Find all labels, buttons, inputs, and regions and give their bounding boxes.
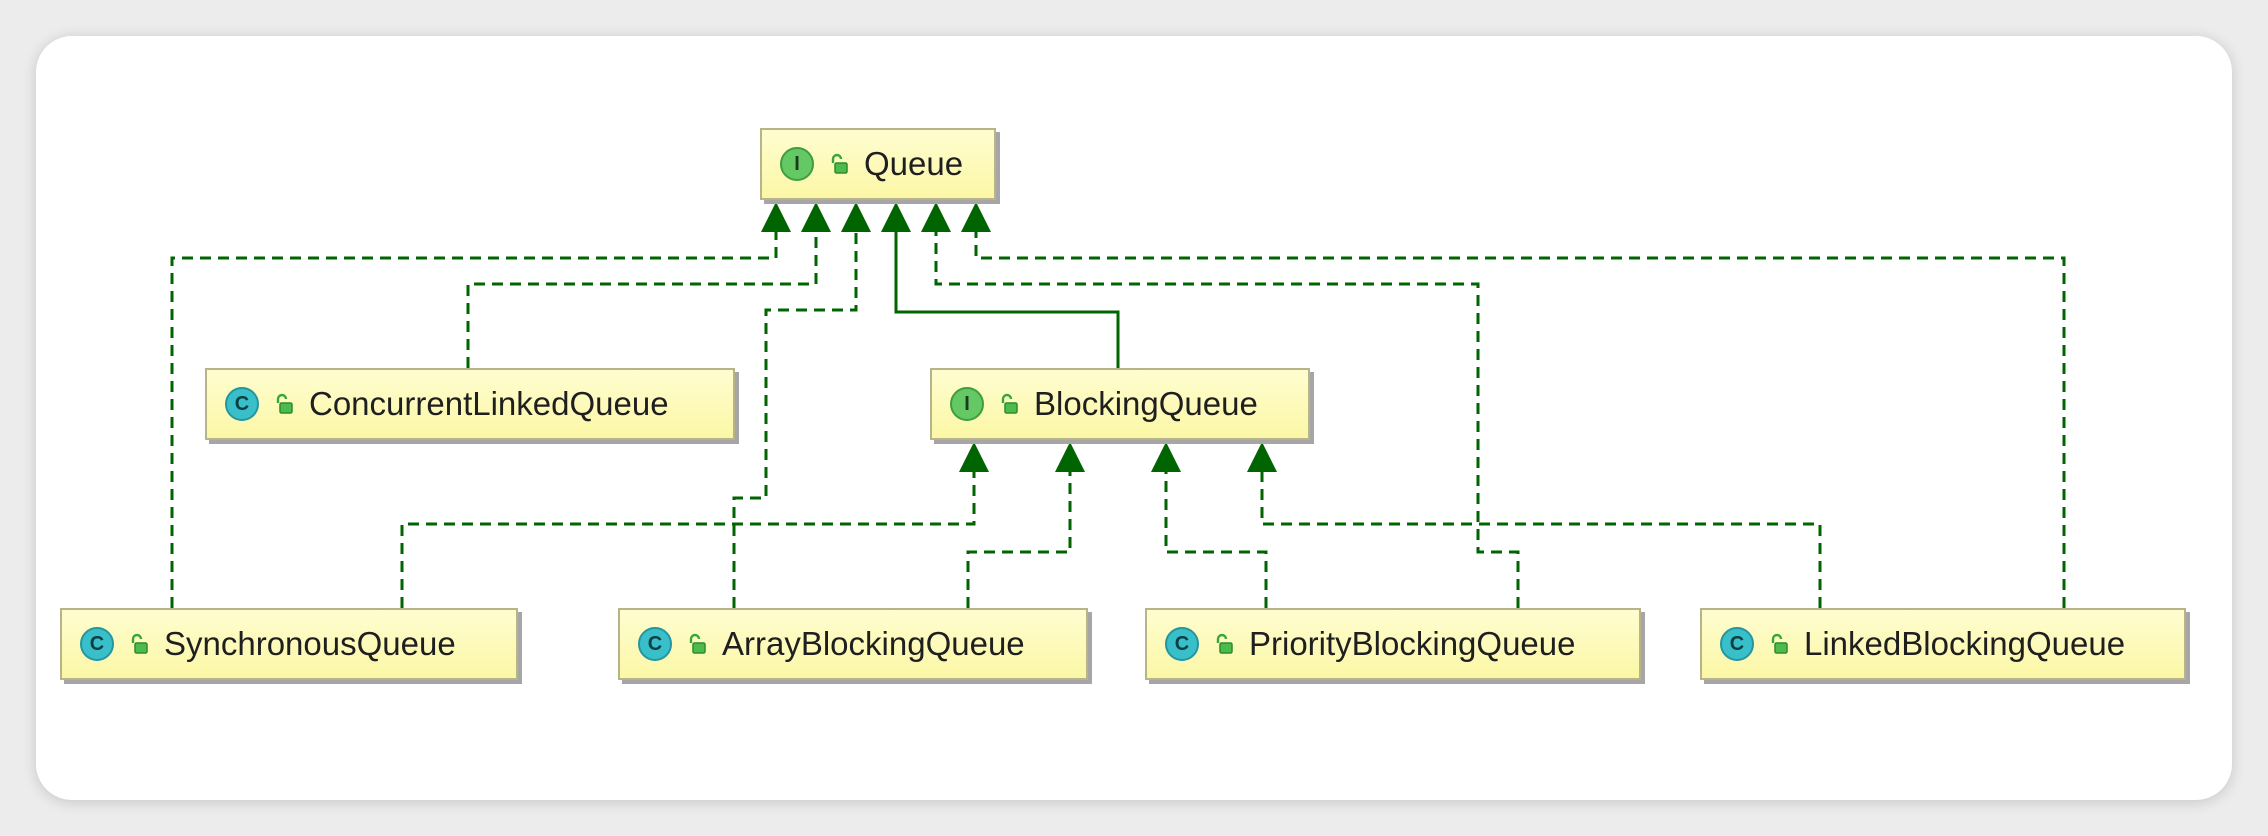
arrowhead (881, 202, 911, 232)
class-icon: C (1165, 627, 1199, 661)
node-label: ConcurrentLinkedQueue (309, 385, 669, 422)
edge-array-to-queue (732, 230, 858, 608)
arrowhead (959, 442, 989, 472)
lock-open-icon (828, 153, 850, 175)
arrowhead (801, 202, 831, 232)
arrowhead (921, 202, 951, 232)
edge-linked-to-blocking (1260, 470, 1822, 608)
lock-open-icon (1768, 633, 1790, 655)
edge-priority-to-blocking (1164, 470, 1268, 608)
node-label: Queue (864, 145, 964, 182)
node-synchronous-queue[interactable]: C SynchronousQueue (60, 608, 518, 680)
arrowhead (1055, 442, 1085, 472)
node-label: ArrayBlockingQueue (722, 625, 1025, 662)
node-label: PriorityBlockingQueue (1249, 625, 1576, 662)
edge-blocking-to-queue (894, 230, 1120, 368)
edge-priority-to-queue (934, 230, 1520, 608)
lock-open-icon (998, 393, 1020, 415)
node-label: SynchronousQueue (164, 625, 456, 662)
node-label: LinkedBlockingQueue (1804, 625, 2126, 662)
node-queue[interactable]: I Queue (760, 128, 996, 200)
interface-icon: I (780, 147, 814, 181)
edge-array-to-blocking (966, 470, 1072, 608)
class-icon: C (225, 387, 259, 421)
edge-sync-to-blocking (400, 470, 976, 608)
node-priority-blocking-queue[interactable]: C PriorityBlockingQueue (1145, 608, 1641, 680)
arrowhead (1247, 442, 1277, 472)
lock-open-icon (273, 393, 295, 415)
node-concurrent-linked-queue[interactable]: C ConcurrentLinkedQueue (205, 368, 735, 440)
lock-open-icon (128, 633, 150, 655)
arrowhead (1151, 442, 1181, 472)
class-icon: C (638, 627, 672, 661)
class-icon: C (80, 627, 114, 661)
node-linked-blocking-queue[interactable]: C LinkedBlockingQueue (1700, 608, 2186, 680)
node-blocking-queue[interactable]: I BlockingQueue (930, 368, 1310, 440)
edge-concurrent-to-queue (466, 230, 818, 368)
arrowhead (761, 202, 791, 232)
node-label: BlockingQueue (1034, 385, 1258, 422)
lock-open-icon (686, 633, 708, 655)
node-array-blocking-queue[interactable]: C ArrayBlockingQueue (618, 608, 1088, 680)
class-icon: C (1720, 627, 1754, 661)
arrowhead (961, 202, 991, 232)
edge-sync-to-queue (170, 230, 778, 608)
interface-icon: I (950, 387, 984, 421)
arrowhead (841, 202, 871, 232)
lock-open-icon (1213, 633, 1235, 655)
